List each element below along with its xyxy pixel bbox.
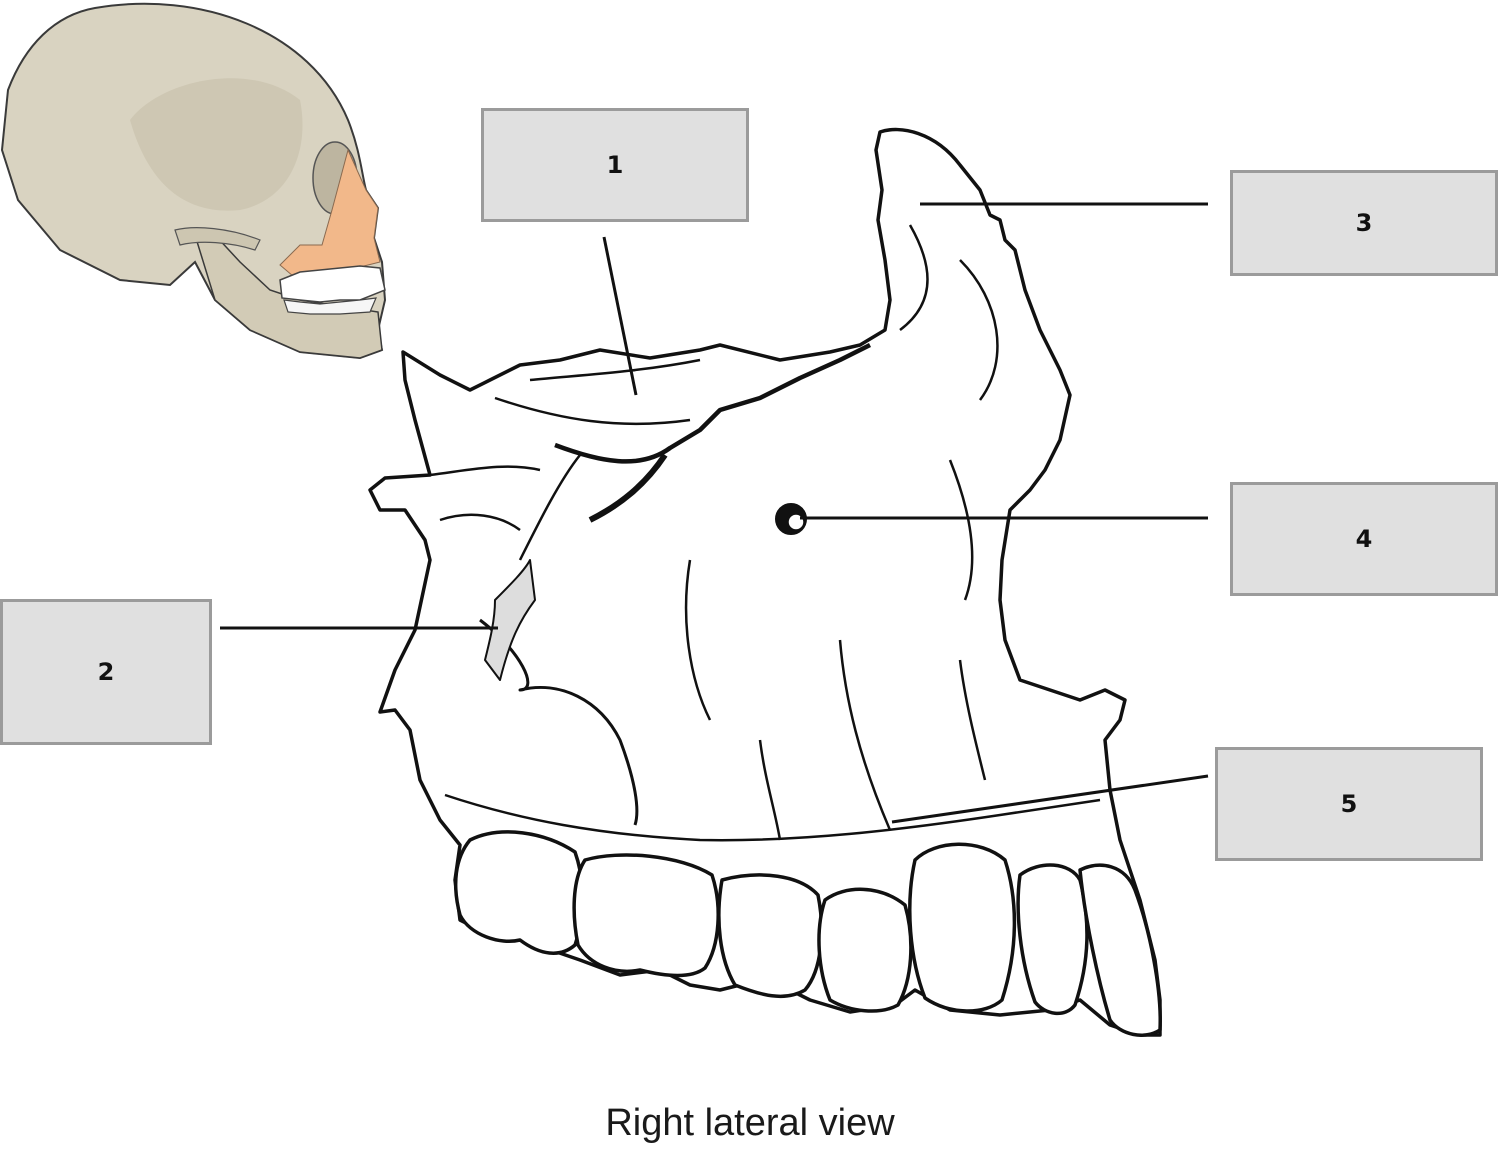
canine <box>1016 863 1089 1015</box>
skull-maxilla-highlight <box>279 148 381 283</box>
premolar-2 <box>817 887 913 1013</box>
label-box-1[interactable]: 1 <box>481 108 749 222</box>
tuberosity-region <box>479 618 639 826</box>
infraorbital-foramen-rim <box>787 513 805 531</box>
orbital-margin-dark <box>588 453 668 523</box>
orbital-surface-line <box>494 396 691 426</box>
orbital-surface-line-2 <box>529 358 701 382</box>
skull-cranium-shade <box>130 78 303 211</box>
label-text-3: 3 <box>1355 209 1373 237</box>
skull-zygomatic-arch <box>174 227 261 251</box>
molar-3 <box>453 830 585 955</box>
label-box-5[interactable]: 5 <box>1215 747 1483 861</box>
maxilla-bone <box>368 127 1162 1037</box>
molar-1 <box>717 873 824 999</box>
canine-eminence <box>684 559 987 841</box>
label-text-4: 4 <box>1355 525 1373 553</box>
skull-thumbnail <box>0 2 387 360</box>
pterygopalatine-area <box>484 559 536 681</box>
maxilla-body-outline <box>368 127 1162 1037</box>
skull-upper-teeth <box>279 265 386 303</box>
label-box-2[interactable]: 2 <box>0 599 212 745</box>
label-text-1: 1 <box>606 151 624 179</box>
label-text-5: 5 <box>1340 790 1358 818</box>
zygomatic-process-line <box>429 454 581 561</box>
molar-2 <box>572 853 720 978</box>
leader-lines <box>220 202 1209 824</box>
alveolar-ridge <box>444 793 1101 842</box>
diagram-caption: Right lateral view <box>605 1102 895 1144</box>
incisor <box>1078 863 1162 1037</box>
leader-line-5 <box>891 774 1209 824</box>
orbital-margin <box>554 342 872 464</box>
label-box-3[interactable]: 3 <box>1230 170 1498 276</box>
label-box-4[interactable]: 4 <box>1230 482 1498 596</box>
leader-line-1 <box>602 236 638 396</box>
frontal-process-ridge <box>899 224 999 601</box>
skull-lower-teeth <box>283 297 377 315</box>
premolar-1 <box>908 842 1017 1013</box>
teeth <box>453 830 1162 1037</box>
label-text-2: 2 <box>97 658 115 686</box>
